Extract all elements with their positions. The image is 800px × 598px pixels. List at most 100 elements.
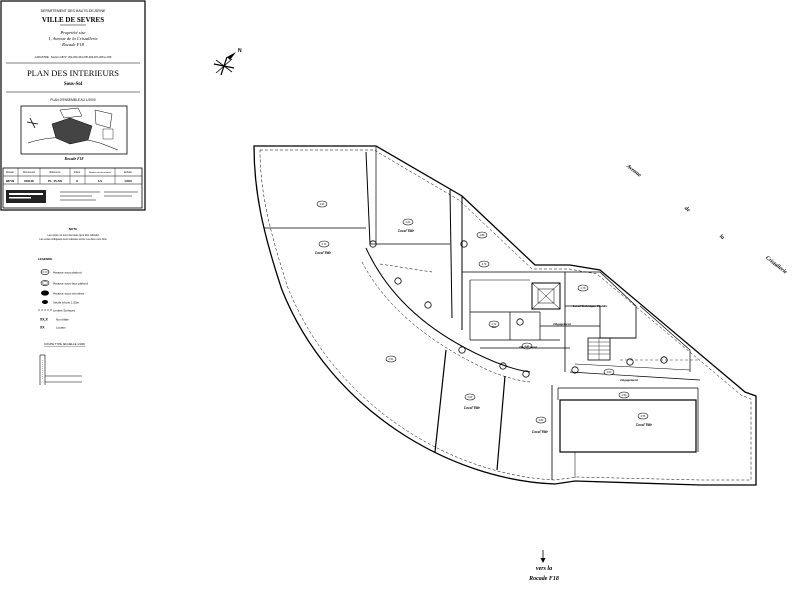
notes-line-1: Les cotes ne sont données qu'à titre ind…	[47, 233, 98, 237]
room-label: Dégagement	[552, 322, 572, 326]
key-plan: Rocade F18	[20, 105, 128, 161]
svg-text:2,82: 2,82	[539, 419, 544, 422]
room-labels: Local Vide Local Vide Local Vide Local V…	[314, 229, 652, 434]
notes-title: NOTA	[69, 227, 78, 231]
building-outline	[253, 145, 757, 486]
svg-text:2,74: 2,74	[322, 243, 327, 246]
height-marker: 2,41	[521, 342, 533, 350]
height-marker: 2,93	[316, 200, 328, 208]
svg-text:2,41: 2,41	[525, 345, 530, 348]
legend-item-5: Limites Surfaces	[53, 309, 76, 313]
svg-text:2,88: 2,88	[480, 234, 485, 237]
street-label-de: de	[683, 206, 691, 214]
height-marker: 2,88	[476, 231, 488, 239]
legend-panel: NOTA Les cotes ne sont données qu'à titr…	[38, 227, 107, 385]
city-text: VILLE DE SEVRES	[42, 16, 104, 24]
height-marker: 2,90	[618, 391, 630, 399]
street-label-la: la	[718, 234, 725, 242]
property-line2: 1, Avenue de la Cristallerie	[48, 36, 97, 42]
height-marker: 2,55	[637, 412, 649, 420]
room-label: Local Vide	[635, 423, 652, 427]
notes-line-2: Les cotes indiquées sont relevées entre …	[39, 237, 107, 241]
svg-text:2,90: 2,90	[622, 394, 627, 397]
height-marker: 2,69	[464, 393, 476, 401]
table-value-1: 98749	[6, 179, 15, 183]
height-marker: 2,70	[478, 260, 490, 268]
compass-label: N	[238, 48, 242, 54]
legend-title: LEGENDE	[38, 257, 53, 261]
plan-subtitle: Sous-Sol	[64, 82, 83, 87]
legend-code-2-label: Locaux	[56, 326, 66, 330]
legend-item-1: Hauteur sous plafond	[53, 271, 82, 275]
rocade-direction-line2: Rocade F18	[528, 576, 559, 582]
room-label: Dégagement	[518, 345, 538, 349]
room-label: Local Vide	[314, 251, 331, 255]
legend-item-3: Hauteur sous retombée	[53, 292, 85, 296]
legend-code-1: XX,X	[40, 318, 48, 322]
property-line1: Propriété sise	[60, 30, 86, 35]
svg-text:2,61: 2,61	[406, 221, 411, 224]
title-block: DEPARTEMENT DES HAUTS-DE-SEINE VILLE DE …	[0, 0, 146, 211]
street-labels: Avenue de la Cristallerie	[624, 163, 788, 276]
table-header-4: Indice	[74, 171, 81, 174]
height-marker: 2,78	[577, 284, 589, 292]
table-header-5: Nombre de documents	[89, 171, 112, 174]
property-line3: Rocade F18	[61, 42, 85, 47]
height-marker: 2,51	[385, 355, 397, 363]
table-header-1: Dossier	[6, 171, 14, 174]
section-drawing	[39, 354, 82, 385]
room-label: Local Technique Fluides	[572, 304, 608, 308]
table-value-6: 1/400	[124, 179, 132, 183]
room-label: Sas	[492, 325, 498, 329]
street-label-avenue: Avenue	[624, 163, 642, 179]
column-markers	[369, 240, 668, 378]
north-arrow-icon: N	[213, 48, 242, 76]
height-marker: 2,82	[535, 416, 547, 424]
table-value-5: 1/1	[98, 179, 103, 183]
legend-ceiling-icon	[40, 269, 50, 275]
svg-text:2,69: 2,69	[468, 396, 473, 399]
height-marker: 2,60	[603, 368, 615, 376]
stair-core	[531, 282, 561, 310]
legend-drop-icon	[41, 290, 49, 296]
height-marker: 2,61	[402, 218, 414, 226]
room-label: Local Vide	[531, 430, 548, 434]
svg-text:2,51: 2,51	[389, 358, 394, 361]
table-header-3: Référence	[49, 171, 61, 174]
cadastre-text: CADASTRE : Section AB N° 202-203-204-205…	[35, 55, 112, 59]
height-markers: 2,93 2,74 2,61 2,88 2,70 2,51 2,69 2,82	[316, 200, 649, 424]
svg-text:2,55: 2,55	[641, 415, 646, 418]
table-value-2: DN148	[24, 179, 34, 183]
room-label: Dégagement	[619, 378, 639, 382]
room-label: Local Vide	[463, 406, 480, 410]
department-text: DEPARTEMENT DES HAUTS-DE-SEINE	[41, 9, 106, 13]
svg-text:2,70: 2,70	[482, 263, 487, 266]
direction-arrow-icon	[540, 550, 546, 563]
legend-code-2: XX	[40, 326, 45, 330]
street-label-cristallerie: Cristallerie	[764, 255, 788, 276]
height-marker: 2,74	[318, 240, 330, 248]
rocade-direction-line1: vers la	[536, 566, 552, 572]
svg-text:2,60: 2,60	[607, 371, 612, 374]
svg-text:2,78: 2,78	[581, 287, 586, 290]
keyplan-road-label: Rocade F18	[65, 157, 84, 161]
legend-code-1-label: Non bâtie	[56, 318, 69, 322]
company-logo	[6, 190, 46, 203]
document-table: Dossier Documents Référence Indice Nombr…	[2, 167, 143, 209]
legend-item-4: Seuils à bois 1.00m	[53, 301, 80, 305]
table-value-4: A	[76, 179, 79, 183]
ensemble-label: PLAN D'ENSEMBLE AU 1/2000	[50, 98, 95, 102]
height-marker: 2,72	[488, 320, 500, 328]
table-header-6: Echelle	[124, 171, 133, 174]
table-value-3: PL_PLAN	[48, 179, 62, 183]
svg-text:2,93: 2,93	[320, 203, 325, 206]
plan-title: PLAN DES INTERIEURS	[27, 68, 119, 78]
section-title: COUPE TYPE (ECHELLE 1/100)	[44, 342, 85, 346]
legend-false-ceiling-icon	[40, 280, 50, 286]
table-header-2: Documents	[23, 171, 36, 174]
legend-item-2: Hauteur sous faux plafond	[53, 282, 88, 286]
legend-threshold-icon	[42, 300, 48, 304]
room-label: Local Vide	[397, 229, 414, 233]
svg-text:2,72: 2,72	[492, 323, 497, 326]
